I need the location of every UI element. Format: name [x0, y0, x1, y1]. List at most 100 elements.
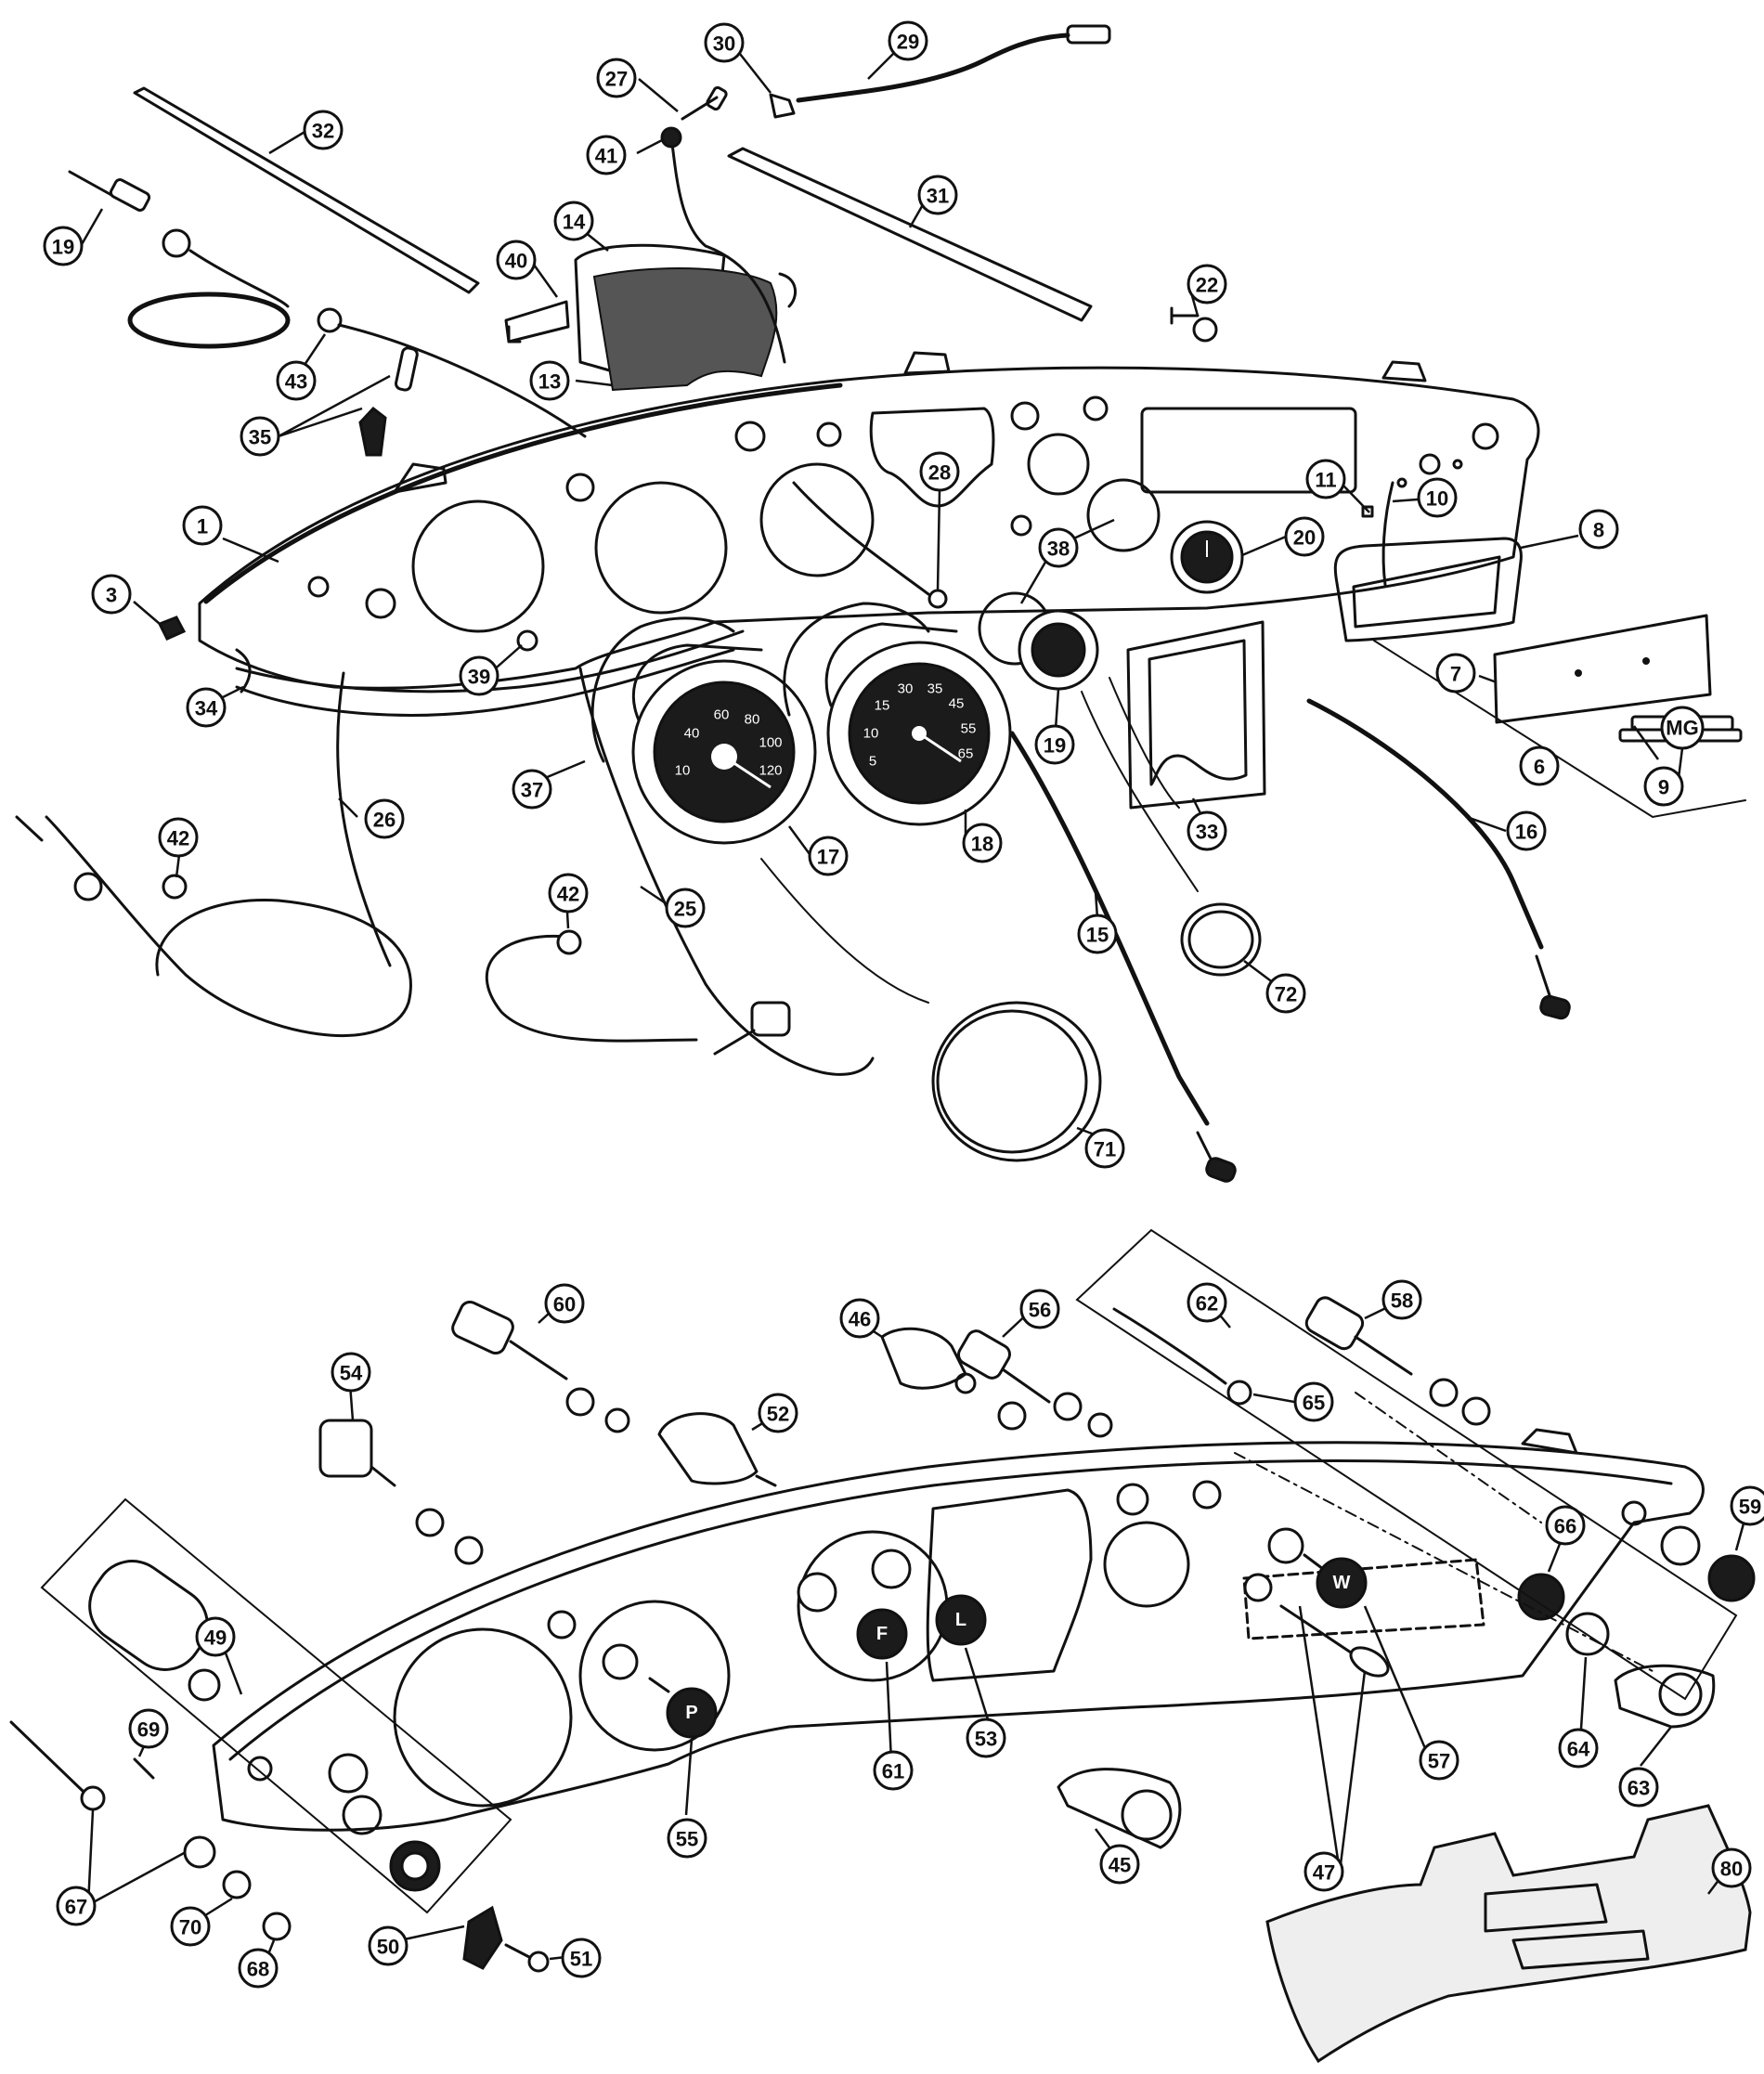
callout-circle	[1643, 766, 1684, 807]
callout-number: 69	[137, 1718, 160, 1742]
switch-lever-50	[462, 1905, 503, 1970]
ignition-switch-47	[1243, 1573, 1273, 1602]
cable-loop-43	[127, 292, 291, 349]
callout-number: 51	[570, 1948, 592, 1971]
cable-25-end	[713, 1029, 756, 1056]
callout-number: 57	[1428, 1750, 1450, 1773]
screw-22	[1170, 306, 1200, 325]
switch-hole-9	[1472, 422, 1499, 450]
callout-number: 49	[204, 1627, 227, 1650]
callout-29: 29	[888, 20, 928, 61]
callout-circle	[1558, 1728, 1599, 1769]
callout-number: 53	[975, 1728, 997, 1751]
speaker-grille-13	[592, 267, 778, 392]
callout-number: 35	[249, 426, 271, 449]
cable-16-knob	[1539, 994, 1571, 1020]
callout-40: 40	[496, 240, 537, 280]
lower-hole-1	[547, 1610, 577, 1640]
callout-circle	[553, 201, 594, 241]
callout-47: 47	[1304, 1851, 1344, 1892]
grommet-42	[162, 874, 188, 900]
cable-16-knob-shaft	[1535, 954, 1552, 1000]
callout-number: 61	[882, 1760, 904, 1783]
callout-number: 56	[1029, 1299, 1051, 1322]
mg-badge-text: MG	[1666, 717, 1698, 740]
switch-hole-12	[1396, 477, 1407, 488]
callout-number: 70	[179, 1916, 201, 1939]
cable-16	[1306, 698, 1544, 950]
cable-19-run	[188, 249, 290, 308]
callout-circle	[496, 240, 537, 280]
callout-circle	[758, 1393, 798, 1433]
fascia-edge	[203, 382, 843, 604]
callout-circle	[331, 1352, 371, 1393]
callout-71: 71	[1084, 1128, 1125, 1169]
callout-30: 30	[704, 22, 745, 63]
callout-circle	[808, 836, 849, 876]
switch-hole-7	[1083, 395, 1109, 421]
callout-number: 17	[817, 846, 839, 869]
knob-59	[1660, 1525, 1756, 1602]
speedo-number: 100	[759, 735, 782, 751]
lower-fascia-inner	[228, 1459, 1673, 1761]
support-strap-32	[133, 86, 480, 294]
small-gauge-19-face	[1031, 622, 1086, 678]
switch-30	[769, 93, 796, 119]
switch-52	[657, 1412, 777, 1487]
bracket-40-foot	[507, 325, 522, 344]
callout-number: 33	[1196, 821, 1218, 844]
callout-number: 59	[1739, 1496, 1761, 1519]
callout-circle	[240, 416, 280, 457]
grommet-42b	[556, 929, 582, 955]
group-line-6	[1373, 640, 1746, 819]
callout-circle	[873, 1750, 914, 1791]
callout-68: 68	[238, 1948, 279, 1989]
callout-28: 28	[919, 451, 960, 492]
callout-number: 63	[1628, 1777, 1650, 1800]
callout-circle	[1578, 509, 1619, 550]
bezel-ring-72-inner	[1187, 910, 1254, 969]
tachometer: 5 10 15 30 35 45 55 65	[824, 622, 1012, 826]
callout-number: 66	[1554, 1515, 1576, 1538]
fascia-bracket-left	[393, 462, 447, 494]
callout-61: 61	[873, 1750, 914, 1791]
tacho-number: 45	[949, 696, 965, 712]
gauge-aperture-right	[759, 462, 875, 577]
bulb-holder-67b	[183, 1835, 216, 1869]
callout-18: 18	[962, 823, 1003, 863]
guide-line	[1081, 691, 1199, 892]
lower-aperture-right	[1103, 1521, 1190, 1608]
callout-25: 25	[665, 888, 706, 928]
callout-circle	[1435, 653, 1476, 693]
lower-hole-4	[1192, 1480, 1222, 1510]
callout-circle	[1381, 1279, 1422, 1320]
callout-number: 55	[676, 1828, 698, 1851]
knob-letter-p: P	[685, 1703, 697, 1723]
callout-20: 20	[1284, 516, 1325, 557]
gauge-ring-38b	[1086, 478, 1161, 552]
glovebox-door-33	[1126, 620, 1266, 810]
callout-number: 1	[197, 515, 208, 538]
callout-circle	[1187, 810, 1227, 851]
clip-35a	[395, 346, 419, 392]
cable-29	[796, 32, 1070, 103]
callout-33: 33	[1187, 810, 1227, 851]
cable-67	[9, 1720, 85, 1794]
callout-circle	[888, 20, 928, 61]
knob-f-61: F	[797, 1572, 908, 1660]
tachometer-body	[824, 622, 958, 707]
callout-1: 1	[182, 505, 223, 546]
lower-bracket	[1521, 1428, 1578, 1455]
callout-circle	[586, 135, 627, 175]
callout-circle	[128, 1708, 169, 1749]
lower-hole-5	[1621, 1500, 1647, 1526]
callout-number: 39	[468, 666, 490, 689]
callout-number: 8	[1593, 519, 1604, 542]
callout-circle	[1730, 1485, 1764, 1526]
callout-65: 65	[1293, 1381, 1334, 1422]
callout-circle	[1305, 459, 1346, 499]
clip-11	[1361, 505, 1374, 518]
lower-assembly: P F L W	[9, 1228, 1756, 2064]
callout-circle	[596, 58, 637, 98]
